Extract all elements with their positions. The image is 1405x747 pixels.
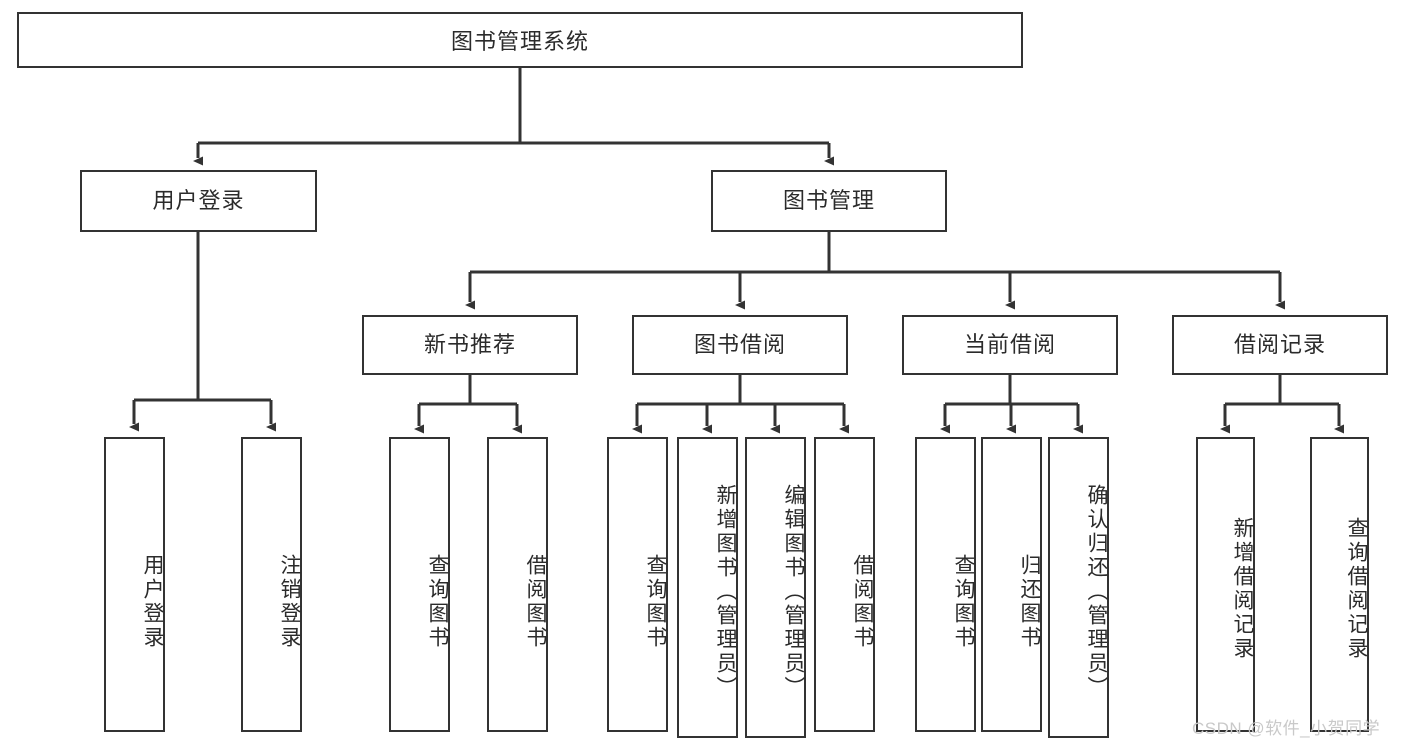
node-leaf-query-borrow-record[interactable]: 查询借阅记录	[1310, 437, 1369, 732]
node-book-borrow[interactable]: 图书借阅	[632, 315, 848, 375]
watermark: CSDN @软件_小贺同学	[1192, 719, 1381, 738]
node-label: 借阅记录	[1233, 331, 1326, 357]
node-leaf-logout[interactable]: 注销登录	[241, 437, 302, 732]
node-leaf-borrow-book-recommend[interactable]: 借阅图书	[487, 437, 548, 732]
node-leaf-query-book-current[interactable]: 查询图书	[915, 437, 976, 732]
node-new-book-recommend[interactable]: 新书推荐	[362, 315, 578, 375]
node-root-library-management-system[interactable]: 图书管理系统	[17, 12, 1023, 68]
node-leaf-add-borrow-record[interactable]: 新增借阅记录	[1196, 437, 1255, 732]
node-label: 图书借阅	[693, 331, 786, 357]
node-label: 当前借阅	[963, 331, 1056, 357]
node-label: 查询借阅记录	[1345, 516, 1368, 661]
node-label: 新增借阅记录	[1231, 516, 1254, 661]
node-label: 用户登录	[152, 187, 245, 213]
node-leaf-query-book-borrow[interactable]: 查询图书	[607, 437, 668, 732]
node-label: 查询图书	[426, 553, 449, 650]
node-leaf-borrow-book[interactable]: 借阅图书	[814, 437, 875, 732]
node-label: 查询图书	[644, 553, 667, 650]
node-leaf-add-book-admin[interactable]: 新增图书（管理员）	[677, 437, 738, 738]
node-user-login[interactable]: 用户登录	[80, 170, 317, 232]
node-current-borrow[interactable]: 当前借阅	[902, 315, 1118, 375]
node-label: 确认归还（管理员）	[1085, 483, 1108, 700]
node-label: 用户登录	[141, 553, 164, 650]
node-label: 图书管理	[782, 187, 875, 213]
node-label: 注销登录	[278, 553, 301, 650]
node-leaf-return-book[interactable]: 归还图书	[981, 437, 1042, 732]
node-label: 图书管理系统	[450, 29, 589, 54]
node-label: 借阅图书	[851, 553, 874, 650]
node-book-management[interactable]: 图书管理	[711, 170, 947, 232]
node-leaf-query-book-recommend[interactable]: 查询图书	[389, 437, 450, 732]
node-label: 归还图书	[1018, 553, 1041, 650]
node-label: 新书推荐	[423, 331, 516, 357]
node-label: 编辑图书（管理员）	[782, 483, 805, 700]
node-label: 借阅图书	[524, 553, 547, 650]
node-leaf-edit-book-admin[interactable]: 编辑图书（管理员）	[745, 437, 806, 738]
node-label: 查询图书	[952, 553, 975, 650]
node-leaf-confirm-return-admin[interactable]: 确认归还（管理员）	[1048, 437, 1109, 738]
node-label: 新增图书（管理员）	[714, 483, 737, 700]
node-leaf-user-login[interactable]: 用户登录	[104, 437, 165, 732]
node-borrow-record[interactable]: 借阅记录	[1172, 315, 1388, 375]
